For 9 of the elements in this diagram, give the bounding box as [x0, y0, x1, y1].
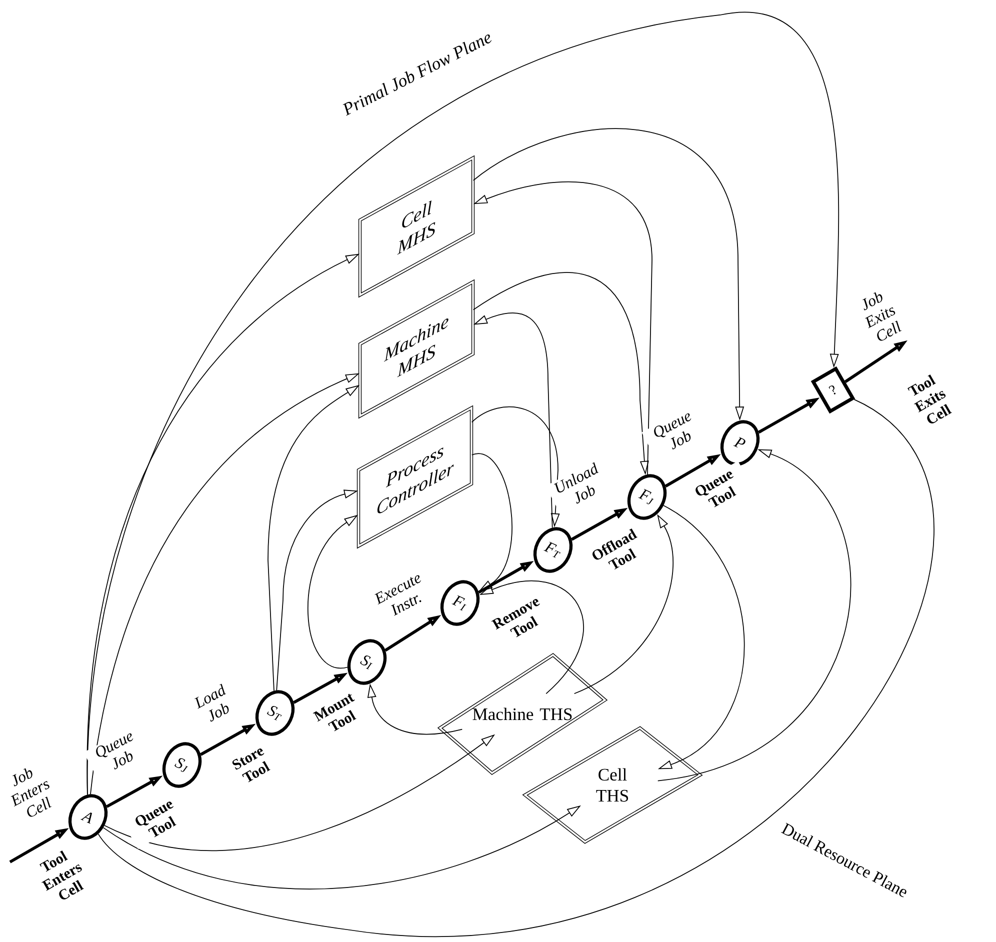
flow-label: Queue Tool — [122, 791, 194, 849]
arrow — [657, 449, 852, 782]
edge-label: Job Exits Cell — [841, 280, 919, 352]
edge-label: Queue Job — [84, 724, 152, 780]
flow-label: Tool Exits Cell — [890, 364, 970, 436]
edge-label: Queue Job — [642, 404, 710, 460]
flow-label: Store Tool — [216, 736, 288, 794]
edge-label: Job Enters Cell — [0, 756, 69, 828]
edge-label: Load Job — [180, 675, 248, 733]
